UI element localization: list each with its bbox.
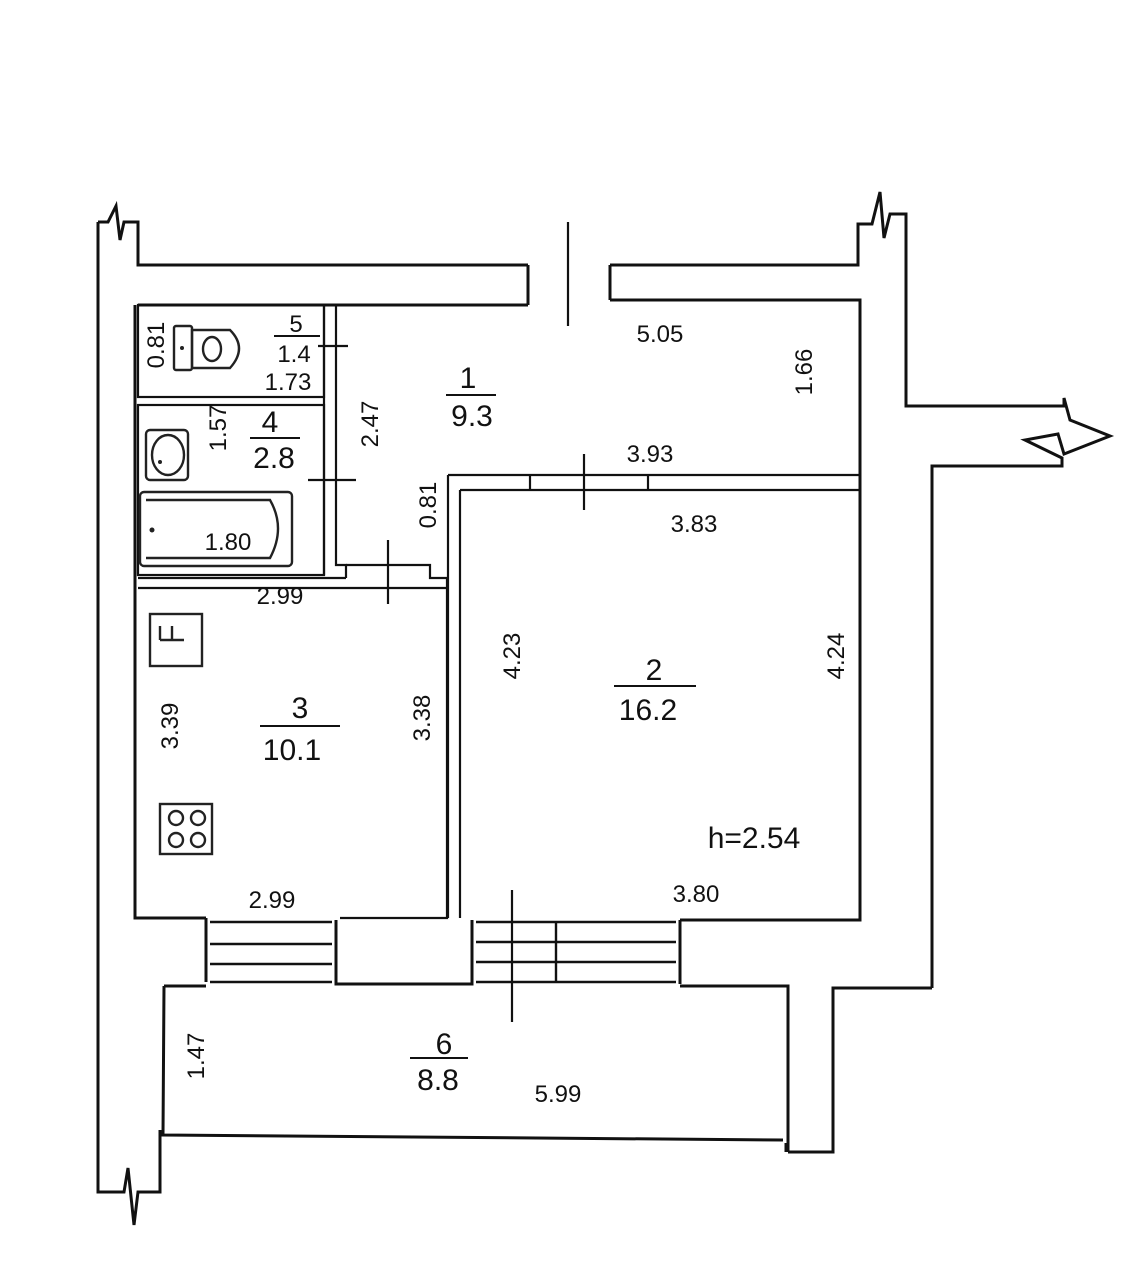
svg-text:3: 3 bbox=[292, 692, 309, 725]
dimension-labels: 5.05 1.66 3.93 2.47 0.81 0.81 1.73 1.57 … bbox=[143, 321, 850, 1108]
kitchen-sink-icon bbox=[148, 612, 204, 668]
dim-5-05: 5.05 bbox=[637, 321, 684, 348]
outer-walls bbox=[96, 191, 1115, 1226]
stove-icon bbox=[158, 802, 214, 856]
dim-2-99-bottom: 2.99 bbox=[249, 887, 296, 914]
dim-3-93: 3.93 bbox=[627, 441, 674, 468]
dim-2-47: 2.47 bbox=[357, 401, 384, 448]
svg-text:9.3: 9.3 bbox=[451, 400, 493, 433]
dim-3-80: 3.80 bbox=[673, 881, 720, 908]
dim-0-81-hall: 0.81 bbox=[415, 482, 442, 529]
bathtub-icon bbox=[138, 490, 294, 568]
windows bbox=[210, 920, 676, 984]
svg-text:1.4: 1.4 bbox=[277, 341, 310, 368]
sink-icon bbox=[144, 428, 190, 482]
dim-1-66: 1.66 bbox=[791, 349, 818, 396]
dim-1-80: 1.80 bbox=[205, 529, 252, 556]
dim-1-57: 1.57 bbox=[205, 405, 232, 452]
svg-text:10.1: 10.1 bbox=[263, 734, 321, 767]
room-label-6: 6 8.8 bbox=[410, 1028, 468, 1097]
svg-text:8.8: 8.8 bbox=[417, 1064, 459, 1097]
dim-2-99-top: 2.99 bbox=[257, 583, 304, 610]
svg-text:2: 2 bbox=[646, 654, 663, 687]
dim-3-39: 3.39 bbox=[157, 703, 184, 750]
interior-walls bbox=[133, 265, 862, 986]
room-label-1: 1 9.3 bbox=[446, 362, 496, 433]
room-label-4: 4 2.8 bbox=[250, 406, 300, 475]
dim-4-24: 4.24 bbox=[823, 633, 850, 680]
ceiling-height: h=2.54 bbox=[708, 822, 801, 855]
svg-text:16.2: 16.2 bbox=[619, 694, 677, 727]
room-label-5: 5 1.4 bbox=[274, 311, 320, 368]
svg-text:4: 4 bbox=[262, 406, 279, 439]
dim-5-99: 5.99 bbox=[535, 1081, 582, 1108]
svg-text:5: 5 bbox=[289, 311, 302, 338]
dim-1-73: 1.73 bbox=[265, 369, 312, 396]
dim-3-83: 3.83 bbox=[671, 511, 718, 538]
toilet-icon bbox=[172, 324, 241, 372]
dim-3-38: 3.38 bbox=[409, 695, 436, 742]
room-label-2: 2 16.2 bbox=[614, 654, 696, 727]
dim-0-81-wc: 0.81 bbox=[143, 322, 170, 369]
svg-text:2.8: 2.8 bbox=[253, 442, 295, 475]
dim-4-23: 4.23 bbox=[499, 633, 526, 680]
dim-1-47: 1.47 bbox=[183, 1033, 210, 1080]
svg-text:1: 1 bbox=[460, 362, 477, 395]
svg-text:6: 6 bbox=[436, 1028, 453, 1061]
room-label-3: 3 10.1 bbox=[260, 692, 340, 767]
door-marks bbox=[308, 222, 586, 1022]
